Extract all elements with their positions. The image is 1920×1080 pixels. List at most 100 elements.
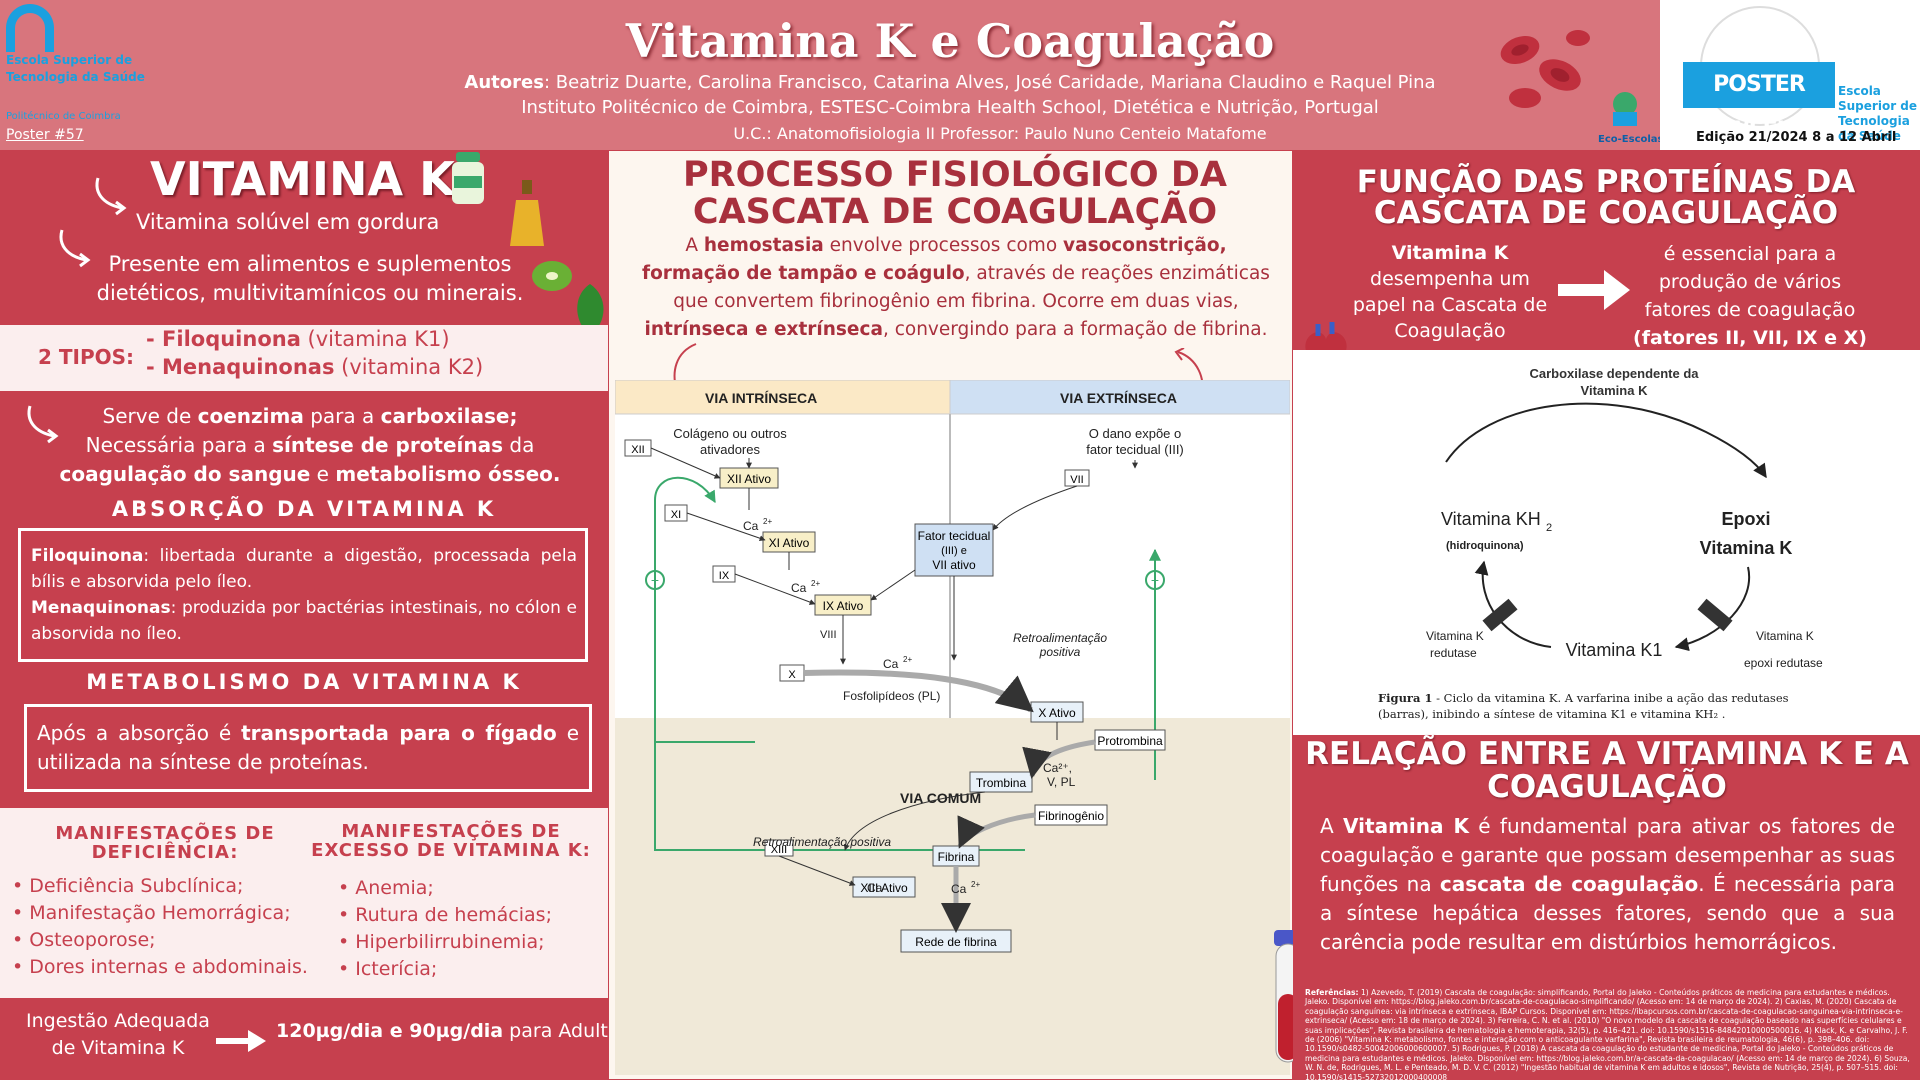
reductase-right-line1: Vitamina K xyxy=(1756,629,1814,643)
poster-week-school: Escola Superior de Tecnologia da Saúde xyxy=(1838,84,1918,143)
edition-label: Edição 21/2024 8 a 12 Abril xyxy=(1696,130,1897,145)
eco-schools-label: Eco-Escolas xyxy=(1598,134,1664,145)
svg-text:XII: XII xyxy=(631,444,644,456)
svg-text:XIII Ativo: XIII Ativo xyxy=(860,881,908,895)
vitamin-k-intro-panel xyxy=(0,150,608,325)
list-item: Dores internas e abdominais. xyxy=(12,954,308,981)
fibrinogen-box: Fibrinogênio xyxy=(1034,804,1108,826)
svg-text:X Ativo: X Ativo xyxy=(1038,706,1076,720)
svg-text:2+: 2+ xyxy=(903,655,912,664)
kiwi-icon xyxy=(532,261,572,291)
carboxylase-line2: Vitamina K xyxy=(1581,383,1649,398)
header-bar xyxy=(0,0,1920,150)
intake-label: Ingestão Adequada de Vitamina K xyxy=(26,1010,210,1059)
spinach-icon xyxy=(577,284,604,336)
intake-panel xyxy=(0,998,608,1080)
type-menaquinones: - Menaquinonas (vitamina K2) xyxy=(146,355,483,379)
coagulation-cascade-diagram: VIA INTRÍNSECA VIA EXTRÍNSECA VIA COMUM … xyxy=(615,380,1290,1075)
function-absorption-panel xyxy=(0,391,608,808)
warfarin-block-right xyxy=(1697,598,1733,632)
via-intrinseca-label: VIA INTRÍNSECA xyxy=(705,390,817,406)
function-right-text: é essencial para a produção de vários fa… xyxy=(1633,243,1867,349)
factor-xi-active: XI Ativo xyxy=(762,531,816,553)
relation-panel xyxy=(1293,735,1920,1080)
list-item: Deficiência Subclínica; xyxy=(12,873,308,900)
institute: Instituto Politécnico de Coimbra, ESTESC… xyxy=(521,97,1379,118)
via-comum-label: VIA COMUM xyxy=(900,790,981,806)
svg-text:XII Ativo: XII Ativo xyxy=(727,472,771,486)
svg-text:VII ativo: VII ativo xyxy=(932,558,976,572)
school-logo-icon xyxy=(6,4,54,52)
svg-text:Fator tecidual: Fator tecidual xyxy=(918,529,991,543)
curved-arrow-icon xyxy=(27,405,59,444)
ca-label-5: Ca xyxy=(951,882,967,896)
deficiency-title: MANIFESTAÇÕES DE DEFICIÊNCIA: xyxy=(55,823,275,863)
factor-ix-active: IX Ativo xyxy=(814,594,872,616)
svg-text:2+: 2+ xyxy=(811,579,820,588)
factor-xiii-active: XIII Ativo xyxy=(852,876,916,898)
process-title: PROCESSO FISIOLÓGICO DA CASCATA DE COAGU… xyxy=(683,155,1227,232)
type1-name: - Filoquinona xyxy=(146,327,301,351)
colageno-line2: ativadores xyxy=(700,442,760,457)
fat-soluble-text: Vitamina solúvel em gordura xyxy=(136,210,440,234)
list-item: Icterícia; xyxy=(338,956,552,983)
svg-text:+: + xyxy=(1151,572,1159,588)
arrow-right-icon xyxy=(216,1030,266,1052)
vitamin-k-title: VITAMINA K xyxy=(150,152,455,206)
authors-list: : Beatriz Duarte, Carolina Francisco, Ca… xyxy=(543,72,1436,93)
vitamin-k1-label: Vitamina K1 xyxy=(1566,640,1663,660)
hydroquinone-label: (hidroquinona) xyxy=(1446,540,1524,552)
svg-text:+: + xyxy=(651,572,659,588)
feedback-label-2: positiva xyxy=(1039,645,1081,659)
ca-label-2: Ca xyxy=(791,581,807,595)
factor-vii: VII xyxy=(1064,469,1090,487)
school-name: Escola Superior de Tecnologia da Saúde xyxy=(6,53,145,84)
deficiency-list: Deficiência Subclínica; Manifestação Hem… xyxy=(12,873,308,981)
factor-viii: VIII xyxy=(820,629,837,641)
vitamin-kh2-label: Vitamina KH xyxy=(1441,509,1541,529)
absorption-box: Filoquinona: libertada durante a digestã… xyxy=(18,528,588,662)
type-phylloquinone: - Filoquinona (vitamina K1) xyxy=(146,327,450,351)
svg-text:X: X xyxy=(788,669,796,681)
epoxi-line2: Vitamina K xyxy=(1700,538,1793,558)
svg-text:Trombina: Trombina xyxy=(976,776,1027,790)
ca-label-4: Ca xyxy=(867,881,883,895)
types-label: 2 TIPOS: xyxy=(38,345,135,369)
excess-list: Anemia; Rutura de hemácias; Hiperbilirru… xyxy=(338,875,552,983)
authors-label: Autores xyxy=(464,72,544,93)
carboxylase-line1: Carboxilase dependente da xyxy=(1529,366,1699,381)
excess-title: MANIFESTAÇÕES DE EXCESSO DE VITAMINA K: xyxy=(311,821,591,861)
coenzyme-text: Serve de coenzima para a carboxilase;Nec… xyxy=(59,404,561,486)
factor-xiii: XIII xyxy=(764,839,794,857)
proteins-function-panel xyxy=(1293,150,1920,350)
list-item: Osteoporose; xyxy=(12,927,308,954)
ca-label-3: Ca xyxy=(883,657,899,671)
list-item: Manifestação Hemorrágica; xyxy=(12,900,308,927)
svg-text:XI Ativo: XI Ativo xyxy=(769,536,810,550)
epoxi-line1: Epoxi xyxy=(1721,509,1770,529)
svg-text:Fibrina: Fibrina xyxy=(938,850,975,864)
fibrin-net-box: Rede de fibrina xyxy=(900,929,1012,953)
poster-number-link[interactable]: Poster #57 xyxy=(6,127,84,143)
type2-detail: (vitamina K2) xyxy=(334,355,484,379)
svg-text:IX: IX xyxy=(719,570,730,582)
process-text: A hemostasia envolve processos como vaso… xyxy=(642,235,1270,340)
feedback-label-1: Retroalimentação xyxy=(1013,631,1107,645)
reductase-left-line2: redutase xyxy=(1430,646,1477,660)
dano-line2: fator tecidual (III) xyxy=(1086,442,1184,457)
eco-schools-icon xyxy=(1613,92,1637,126)
svg-text:Protrombina: Protrombina xyxy=(1097,734,1163,748)
list-item: Rutura de hemácias; xyxy=(338,902,552,929)
svg-text:Rede de fibrina: Rede de fibrina xyxy=(915,935,997,949)
dano-line1: O dano expõe o xyxy=(1089,426,1182,441)
types-panel xyxy=(0,325,608,391)
reductase-left-line1: Vitamina K xyxy=(1426,629,1484,643)
feedback-label-3: Retroalimentação positiva xyxy=(753,835,891,849)
svg-text:VII: VII xyxy=(1070,474,1083,486)
svg-text:2+: 2+ xyxy=(971,880,980,889)
intake-value: 120µg/dia e 90µg/dia para Adultos xyxy=(276,1020,630,1042)
curved-arrow-icon xyxy=(59,229,91,268)
curved-arrow-icon xyxy=(95,177,127,216)
svg-text:(III) e: (III) e xyxy=(941,545,967,557)
metabolism-box: Após a absorção é transportada para o fí… xyxy=(24,704,592,792)
